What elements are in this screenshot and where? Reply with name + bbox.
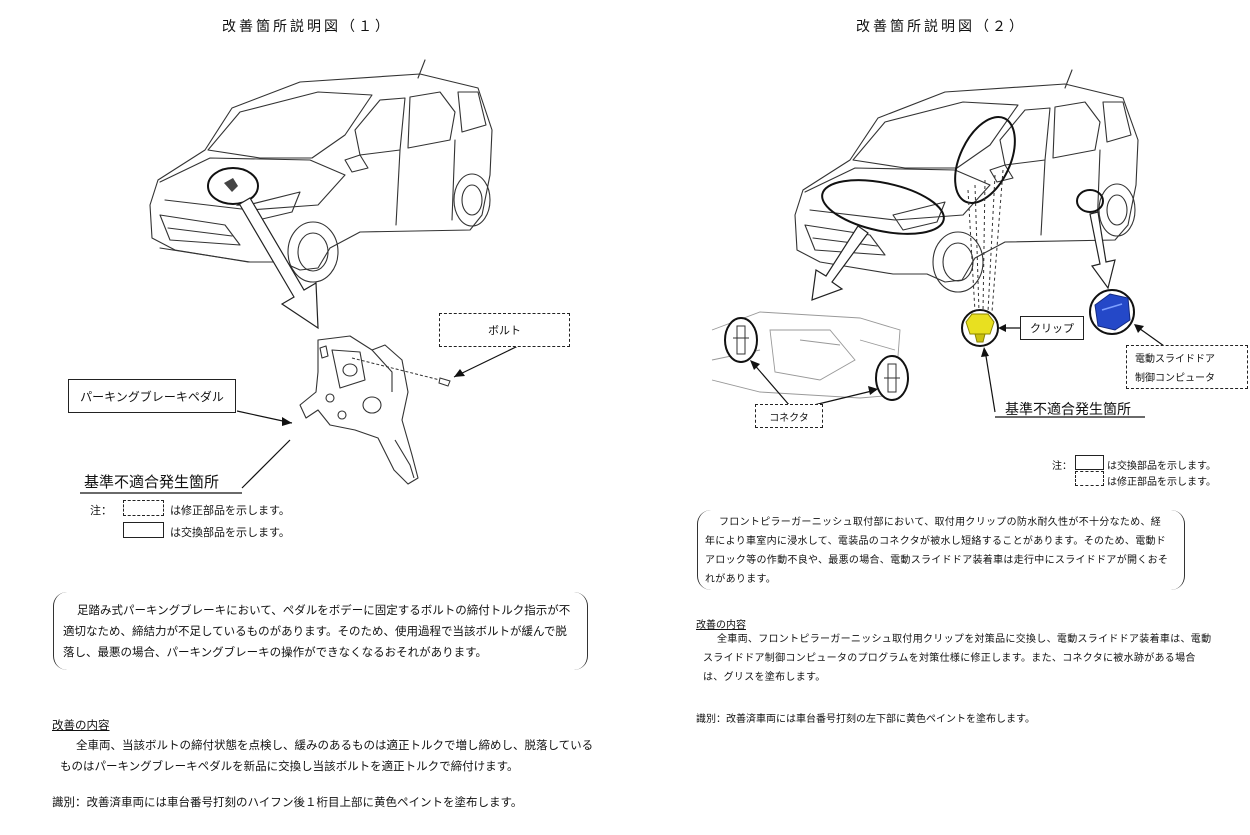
right-description-bracket	[697, 510, 1185, 590]
right-nonconformity-label: 基準不適合発生箇所	[1005, 402, 1131, 418]
right-page-title: 改善箇所説明図（２）	[856, 19, 1026, 35]
left-description-text: 足踏み式パーキングブレーキにおいて、ペダルをボデーに固定するボルトの締付トルク指…	[63, 603, 571, 659]
right-note-modified: は修正部品を示します。	[1107, 477, 1216, 488]
ecu-callout-line2: 制御コンピュータ	[1135, 373, 1215, 384]
right-note-prefix: 注：	[1052, 461, 1072, 472]
right-note-replaced: は交換部品を示します。	[1107, 461, 1216, 472]
right-improvement-heading: 改善の内容	[696, 620, 746, 631]
left-improvement-heading: 改善の内容	[52, 718, 110, 732]
left-description-bracket	[53, 592, 588, 670]
left-improvement-text: 全車両、当該ボルトの締付状態を点検し、緩みのあるものは適正トルクで増し締めし、脱…	[60, 738, 594, 773]
ecu-callout-line1: 電動スライドドア	[1135, 354, 1215, 365]
ecu-callout: 電動スライドドア 制御コンピュータ	[1126, 345, 1248, 389]
left-page-title: 改善箇所説明図（１）	[222, 19, 392, 35]
left-note-modified: は修正部品を示します。	[170, 504, 290, 517]
parking-brake-pedal-callout: パーキングブレーキペダル	[68, 379, 236, 413]
bolt-callout: ボルト	[439, 313, 570, 347]
right-improvement-text: 全車両、フロントピラーガーニッシュ取付用クリップを対策品に交換し、電動スライドド…	[703, 634, 1212, 683]
clip-callout: クリップ	[1020, 316, 1084, 340]
right-legend-dashed-swatch	[1075, 471, 1104, 486]
left-note-replaced: は交換部品を示します。	[170, 526, 290, 539]
right-legend-solid-swatch	[1075, 455, 1104, 470]
right-description-text: フロントピラーガーニッシュ取付部において、取付用クリップの防水耐久性が不十分なた…	[705, 517, 1169, 585]
legend-dashed-swatch	[123, 500, 164, 516]
left-nonconformity-label: 基準不適合発生箇所	[84, 473, 220, 491]
legend-solid-swatch	[123, 522, 164, 538]
left-identification: 識別：改善済車両には車台番号打刻のハイフン後１桁目上部に黄色ペイントを塗布します…	[52, 795, 523, 809]
connector-callout: コネクタ	[755, 404, 823, 428]
right-identification: 識別：改善済車両には車台番号打刻の左下部に黄色ペイントを塗布します。	[696, 714, 1035, 725]
left-note-prefix: 注：	[90, 504, 112, 517]
